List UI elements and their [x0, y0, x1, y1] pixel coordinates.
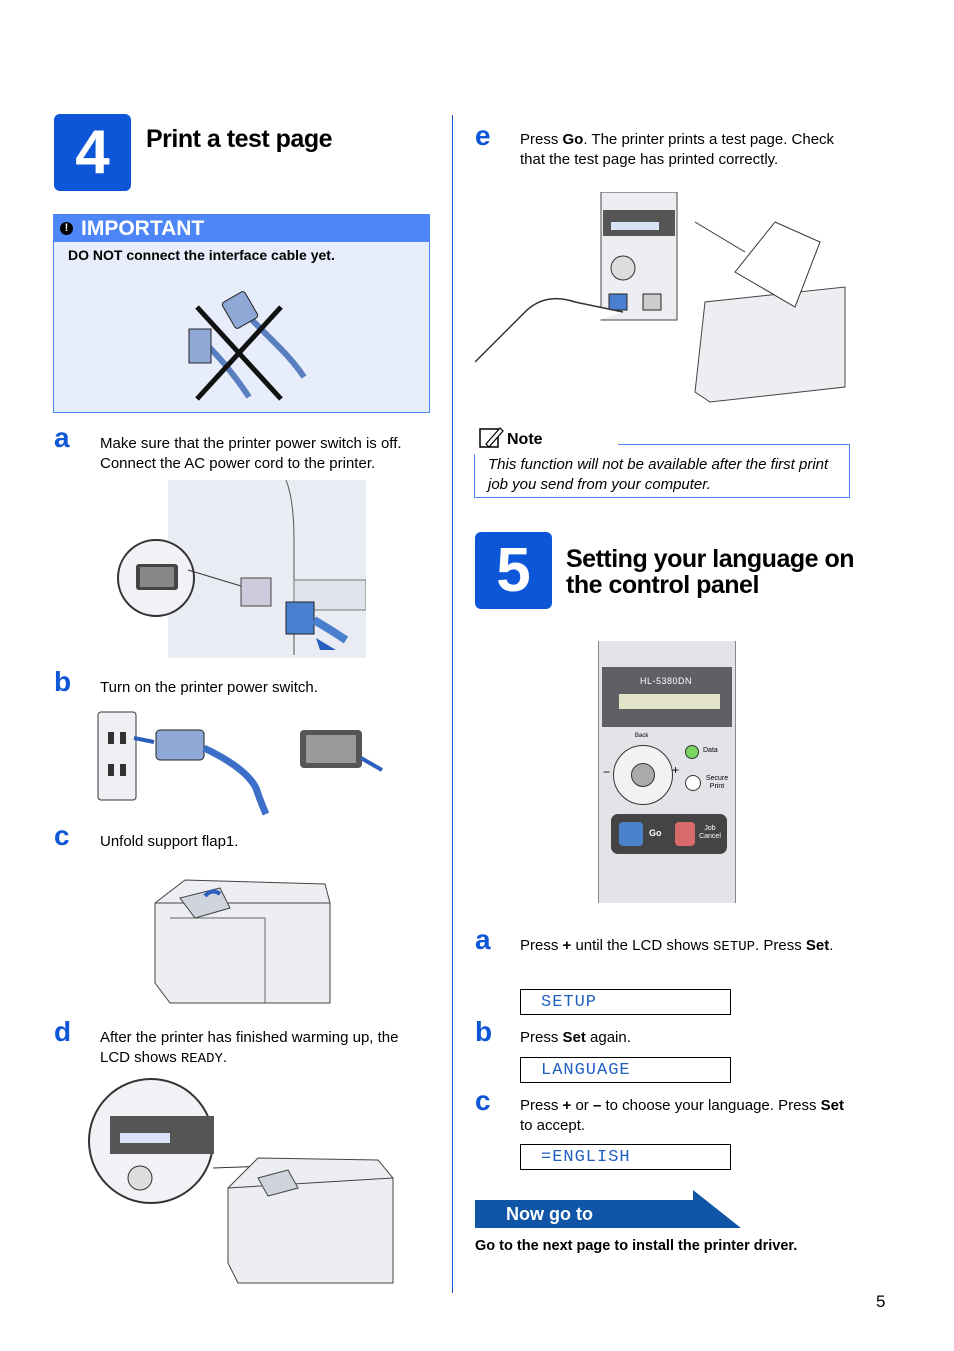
warning-icon: ! — [60, 222, 73, 235]
step-number-5: 5 — [475, 532, 552, 609]
step4-text-e: Press Go. The printer prints a test page… — [520, 130, 855, 169]
step5-text-a-2: until the LCD shows — [571, 937, 714, 954]
step5-letter-b: b — [475, 1016, 493, 1047]
note-box: Note This function will not be available… — [474, 426, 850, 498]
note-right-border — [849, 444, 850, 498]
important-text: DO NOT connect the interface cable yet. — [68, 247, 335, 263]
step5-text-c-plus: + — [562, 1097, 572, 1114]
step4-text-c: Unfold support flap1. — [100, 833, 239, 850]
step4-text-e-go: Go — [562, 131, 584, 148]
page-number: 5 — [876, 1292, 886, 1311]
panel-display-bezel: HL-5380DN — [602, 667, 732, 727]
panel-go-button[interactable] — [619, 822, 643, 846]
step4-letter-e: e — [475, 120, 491, 151]
important-label: IMPORTANT — [81, 216, 205, 240]
note-top-border — [618, 444, 850, 445]
lcd-english: =ENGLISH — [520, 1144, 731, 1170]
lcd-setup: SETUP — [520, 989, 731, 1015]
step-number-4: 4 — [54, 114, 131, 191]
step5-text-c-2: or — [571, 1097, 593, 1114]
column-divider — [452, 115, 453, 1293]
panel-data-label: Data — [703, 747, 718, 754]
step5-text-b-set: Set — [562, 1029, 586, 1046]
step5-text-b: Press Set again. — [520, 1028, 631, 1048]
pencil-note-icon — [479, 427, 504, 448]
step5-text-c-1: Press — [520, 1097, 563, 1114]
step5-text-c-minus: – — [592, 1097, 602, 1114]
step5-text-c-set: Set — [820, 1097, 844, 1114]
now-go-to-arrow — [475, 1190, 741, 1228]
step4-letter-b: b — [54, 666, 72, 697]
step5-text-c: Press + or – to choose your language. Pr… — [520, 1096, 850, 1135]
printer-flap-illustration — [154, 879, 331, 1004]
step4-text-e-pre: Press — [520, 131, 563, 148]
panel-secure-label: Secure Print — [705, 775, 729, 790]
panel-lcd — [619, 694, 720, 709]
step5-text-a-plus: + — [562, 937, 572, 954]
now-go-to-text: Go to the next page to install the print… — [475, 1238, 798, 1254]
lcd-language: LANGUAGE — [520, 1057, 731, 1083]
panel-plus-icon: + — [672, 763, 680, 777]
panel-set-button[interactable] — [631, 763, 655, 787]
step5-text-a-1: Press — [520, 937, 563, 954]
step4-text-a: Make sure that the printer power switch … — [100, 435, 402, 472]
panel-go-label: Go — [649, 828, 662, 838]
panel-model-name: HL-5380DN — [640, 676, 693, 686]
note-left-border — [474, 454, 475, 498]
step5-text-c-3: to choose your language. Press — [601, 1097, 821, 1114]
power-switch-illustration — [117, 480, 366, 658]
step4-text-b: Turn on the printer power switch. — [100, 679, 318, 696]
step4-letter-d: d — [54, 1016, 72, 1047]
step4-text-d-pre: After the printer has finished warming u… — [100, 1029, 399, 1066]
note-bottom-border — [474, 497, 850, 498]
panel-secure-button[interactable] — [685, 775, 701, 791]
test-page-illustration — [475, 192, 846, 403]
step5-letter-c: c — [475, 1085, 491, 1116]
step4-text-d-post: . — [222, 1048, 228, 1066]
step5-text-b-2: again. — [585, 1029, 631, 1046]
step4-lcd-ready: READY — [180, 1050, 223, 1067]
step5-letter-a: a — [475, 924, 491, 955]
step5-text-a-4: . — [829, 937, 834, 954]
power-on-illustration — [97, 711, 383, 816]
step-title-5-line1: Setting your language on — [566, 545, 855, 573]
step-title-5: Setting your language on the control pan… — [566, 545, 855, 599]
step-title-5-line2: the control panel — [566, 571, 759, 599]
important-box: ! IMPORTANT DO NOT connect the interface… — [53, 214, 430, 413]
step5-text-a-3: . Press — [755, 937, 806, 954]
panel-cancel-label: Job Cancel — [699, 825, 721, 840]
step4-text-d: After the printer has finished warming u… — [100, 1028, 430, 1069]
step5-text-a: Press + until the LCD shows SETUP. Press… — [520, 936, 850, 958]
step5-text-c-4: to accept. — [520, 1116, 586, 1134]
control-panel: HL-5380DN Back − + Data Secure Print Go … — [598, 641, 736, 903]
step-title-4: Print a test page — [146, 125, 333, 153]
important-header: ! IMPORTANT — [54, 215, 429, 242]
note-label: Note — [507, 431, 543, 448]
now-go-to-banner: Now go to — [475, 1190, 741, 1228]
panel-cancel-button[interactable] — [675, 822, 695, 846]
printer-ready-illustration — [88, 1078, 394, 1284]
step5-text-a-set: Set — [805, 937, 830, 954]
panel-back-label: Back — [635, 733, 649, 739]
step4-text-e-post: . The printer prints a test page. Check … — [520, 131, 835, 168]
panel-data-led — [685, 745, 699, 759]
step4-letter-a: a — [54, 422, 70, 453]
step5-text-b-1: Press — [520, 1029, 563, 1046]
step5-text-a-code: SETUP — [713, 939, 756, 955]
panel-minus-icon: − — [603, 765, 611, 779]
now-go-to-label: Now go to — [506, 1204, 593, 1224]
note-text: This function will not be available afte… — [488, 456, 829, 493]
panel-button-group: Go Job Cancel — [611, 814, 727, 854]
step4-letter-c: c — [54, 820, 70, 851]
no-cable-illustration — [188, 291, 307, 401]
